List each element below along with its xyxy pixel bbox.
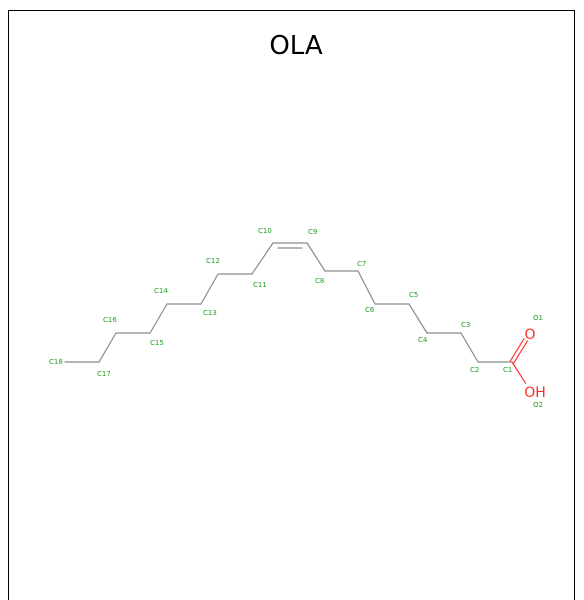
atom-label-c4: C4 <box>418 336 428 344</box>
atom-label-c11: C11 <box>253 281 267 289</box>
atom-label-c2: C2 <box>470 366 479 374</box>
bond-c1-o1 <box>509 338 525 362</box>
bond-c17-c16 <box>98 332 117 363</box>
bond-layer <box>64 242 529 384</box>
bond-c1-o1-second <box>513 340 529 364</box>
atom-label-o1: O1 <box>533 314 543 322</box>
atom-label-c7: C7 <box>357 260 366 268</box>
atom-label-c9: C9 <box>308 228 317 236</box>
bond-c3-c2 <box>460 332 479 363</box>
bond-c7-c6 <box>357 270 376 305</box>
bond-c1-o2 <box>511 361 527 384</box>
atom-label-c8: C8 <box>315 277 324 285</box>
bond-c11-c10 <box>251 242 274 275</box>
atom-symbol-o1: O <box>524 327 535 343</box>
atom-label-c1: C1 <box>503 366 512 374</box>
atom-label-c17: C17 <box>97 370 111 378</box>
atom-label-c5: C5 <box>409 291 418 299</box>
molecule-title: OLA <box>269 31 323 61</box>
atom-label-c15: C15 <box>150 339 164 347</box>
atom-label-c10: C10 <box>258 227 272 235</box>
bond-c5-c4 <box>408 303 428 334</box>
atom-symbol-o2: OH <box>524 385 546 401</box>
bond-c9-c8 <box>306 242 326 272</box>
atom-label-c14: C14 <box>154 287 168 295</box>
bond-c15-c14 <box>149 303 168 334</box>
atom-label-o2: O2 <box>533 401 543 409</box>
bond-c13-c12 <box>200 273 219 305</box>
atom-label-c12: C12 <box>206 257 220 265</box>
atom-label-c18: C18 <box>49 358 63 366</box>
structure-panel <box>8 10 575 600</box>
atom-label-c6: C6 <box>365 306 375 314</box>
atom-label-c3: C3 <box>461 321 470 329</box>
atom-label-c16: C16 <box>103 316 117 324</box>
symbol-layer: O OH <box>524 327 546 401</box>
atom-label-c13: C13 <box>203 309 217 317</box>
